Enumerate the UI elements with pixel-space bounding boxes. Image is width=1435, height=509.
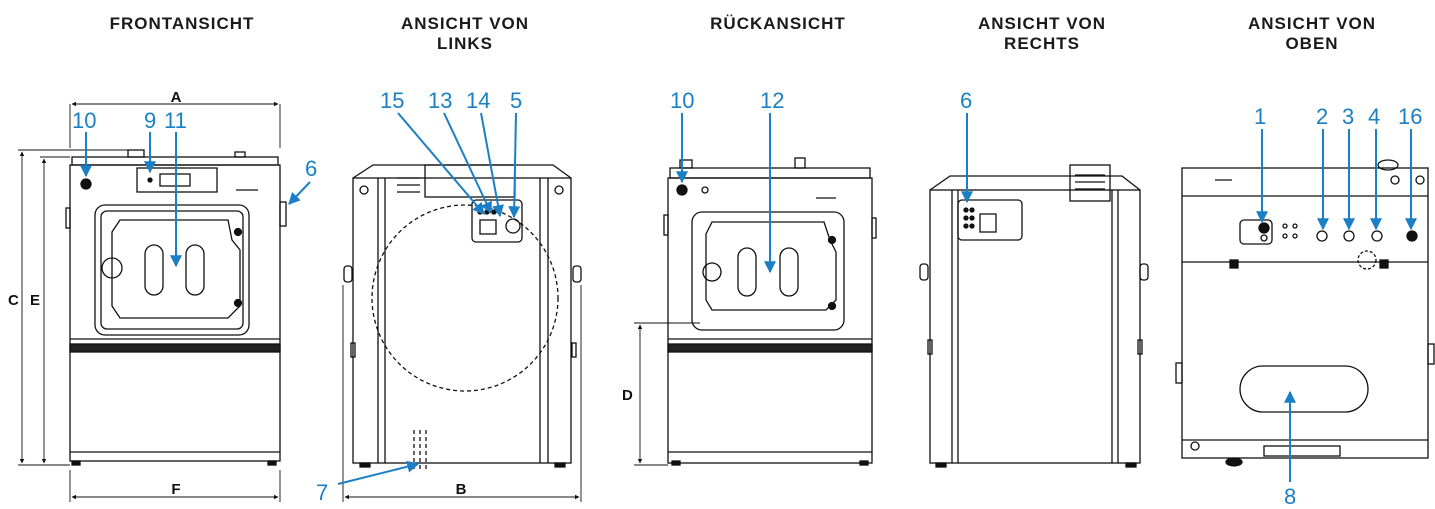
dim-label-a: A (171, 89, 182, 106)
dim-label-f: F (171, 481, 180, 498)
title-top-line2: OBEN (1285, 34, 1339, 53)
callout-left-7: 7 (316, 480, 328, 505)
front-dimensions (18, 101, 281, 502)
title-top-view: ANSICHT VON OBEN (1202, 14, 1422, 54)
title-top-line1: ANSICHT VON (1247, 14, 1377, 33)
dim-label-c: C (8, 292, 19, 309)
title-right-line2: RECHTS (1004, 34, 1080, 53)
front-kick-strip (69, 343, 281, 353)
left-view (343, 164, 582, 470)
title-right-view: ANSICHT VON RECHTS (932, 14, 1152, 54)
title-right-line1: ANSICHT VON (977, 14, 1107, 33)
title-left-line2: LINKS (437, 34, 493, 53)
callout-top-4: 4 (1368, 104, 1380, 129)
left-drum-outline (371, 204, 559, 392)
title-front-view: FRONTANSICHT (72, 14, 292, 34)
callout-front-10: 10 (72, 108, 96, 133)
left-dimensions (342, 285, 582, 502)
back-kick-strip (667, 343, 873, 353)
callout-front-6: 6 (305, 156, 317, 181)
title-left-view: ANSICHT VON LINKS (355, 14, 575, 54)
title-front-line1: FRONTANSICHT (109, 14, 255, 33)
title-back-line1: RÜCKANSICHT (710, 14, 846, 33)
right-connection-panel (957, 199, 1023, 241)
left-leaders (337, 112, 521, 485)
left-body (352, 177, 572, 464)
callout-back-10: 10 (670, 88, 694, 113)
callout-top-1: 1 (1254, 104, 1266, 129)
callout-top-16: 16 (1398, 104, 1422, 129)
callout-left-13: 13 (428, 88, 452, 113)
top-leaders (1256, 129, 1417, 482)
callout-left-5: 5 (510, 88, 522, 113)
callout-top-3: 3 (1342, 104, 1354, 129)
callout-top-8: 8 (1284, 484, 1296, 509)
right-view (919, 164, 1149, 468)
top-handle-slot (1239, 365, 1369, 413)
title-left-line1: ANSICHT VON (400, 14, 530, 33)
dim-label-e: E (30, 292, 40, 309)
front-leaders (80, 132, 311, 268)
front-view (65, 149, 287, 466)
callout-back-12: 12 (760, 88, 784, 113)
top-view (1175, 159, 1435, 467)
callout-left-14: 14 (466, 88, 490, 113)
callout-right-6: 6 (960, 88, 972, 113)
title-back-view: RÜCKANSICHT (668, 14, 888, 34)
back-door-frame (691, 211, 845, 331)
back-leaders (676, 113, 776, 274)
right-body (929, 189, 1141, 464)
dim-label-d: D (622, 387, 633, 404)
top-body (1181, 167, 1429, 459)
front-door-frame (94, 204, 250, 336)
back-dimensions (634, 322, 700, 466)
callout-top-2: 2 (1316, 104, 1328, 129)
callout-front-11: 11 (164, 108, 187, 133)
callout-left-15: 15 (380, 88, 404, 113)
callout-front-9: 9 (144, 108, 156, 133)
dim-label-b: B (456, 481, 467, 498)
